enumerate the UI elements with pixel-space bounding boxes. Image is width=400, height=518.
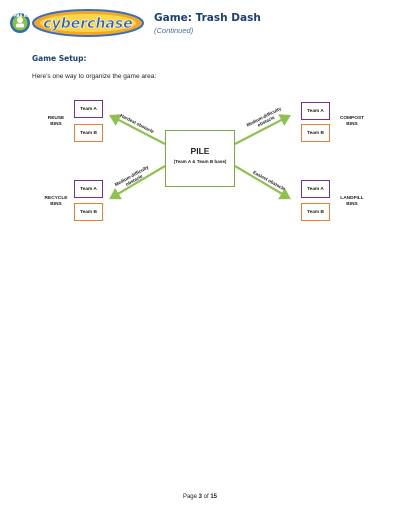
arrow-to-landfill [234, 165, 291, 200]
arrow-to-reuse [109, 114, 166, 145]
landfill-label-line1: LANDFILL [340, 196, 364, 201]
page-title: Game: Trash Dash [154, 12, 261, 24]
reuse-bins-label: REUSE BINS [39, 116, 73, 128]
footer-prefix: Page [182, 494, 199, 500]
intro-text: Here’s one way to organize the game area… [32, 73, 157, 80]
recycle-team-b-box: Team B [74, 203, 103, 221]
compost-team-b-box: Team B [301, 124, 330, 142]
compost-bins-label: COMPOST BINS [335, 116, 369, 128]
footer-of: of [202, 494, 211, 500]
logo-wordmark: cyberchase [43, 16, 132, 32]
reuse-team-a-box: Team A [74, 100, 103, 118]
landfill-label-line2: BINS [346, 201, 358, 207]
page-subtitle: (Continued) [154, 26, 194, 35]
pile-box: PILE (Team A & Team B base) [165, 130, 235, 187]
logo-graphic: PBS KIDS cyberchase [10, 9, 144, 37]
pile-title: PILE [190, 146, 210, 156]
page-footer: Page 3 of 15 [0, 494, 400, 500]
recycle-team-a-box: Team A [74, 180, 103, 198]
recycle-label-line1: RECYCLE [44, 196, 68, 201]
footer-total-pages: 15 [210, 494, 218, 500]
arrow-to-recycle [109, 165, 166, 200]
pile-subtitle: (Team A & Team B base) [173, 159, 227, 164]
arrow-to-compost [234, 114, 291, 145]
footer-current-page: 3 [198, 494, 202, 500]
landfill-team-a-box: Team A [301, 180, 330, 198]
reuse-label-line2: BINS [50, 121, 62, 127]
recycle-label-line2: BINS [50, 201, 62, 207]
reuse-team-b-box: Team B [74, 124, 103, 142]
landfill-team-b-box: Team B [301, 203, 330, 221]
recycle-bins-label: RECYCLE BINS [39, 196, 73, 208]
reuse-label-line1: REUSE [47, 116, 65, 121]
compost-team-a-box: Team A [301, 102, 330, 120]
section-heading: Game Setup: [32, 54, 87, 63]
cyberchase-logo: PBS KIDS cyberchase [8, 8, 144, 38]
compost-label-line1: COMPOST [339, 116, 365, 121]
pbs-kids-text: PBS KIDS [14, 13, 35, 18]
landfill-bins-label: LANDFILL BINS [335, 196, 369, 208]
compost-label-line2: BINS [346, 121, 358, 127]
